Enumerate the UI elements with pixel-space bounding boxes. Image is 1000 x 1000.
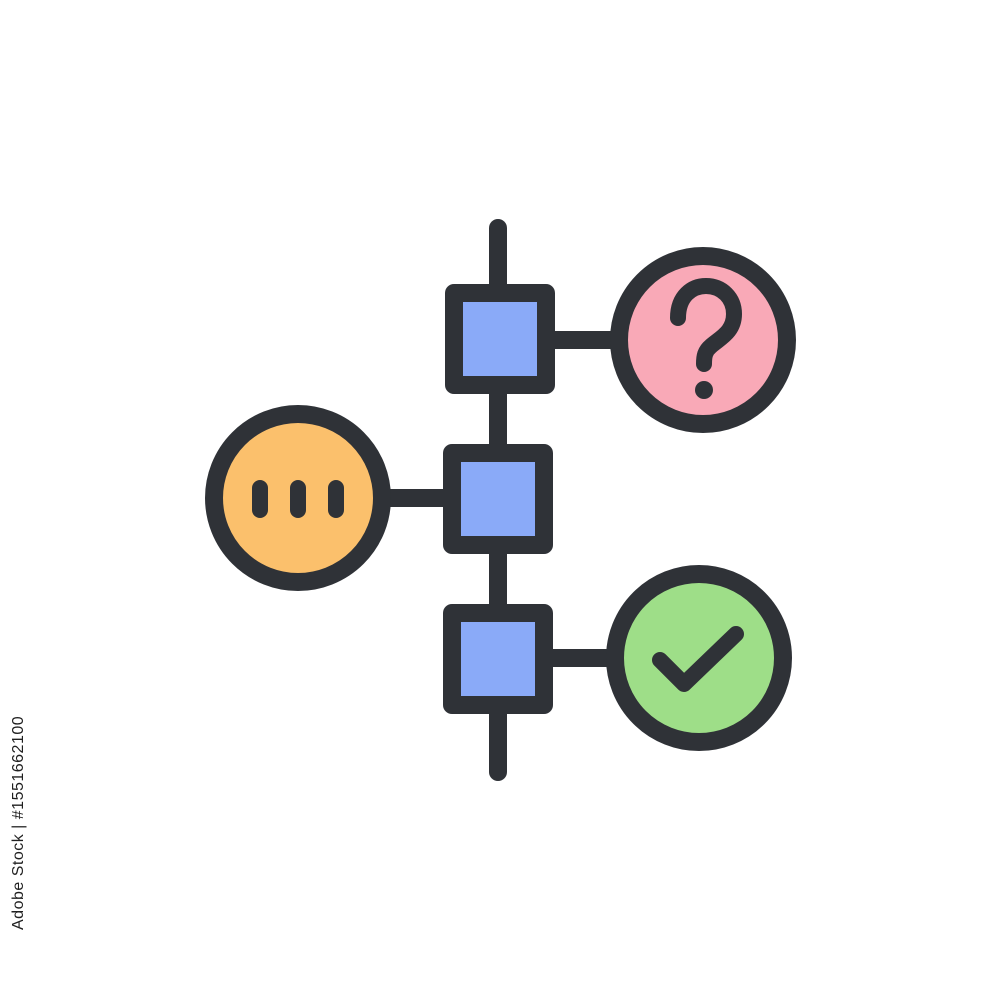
question-mark-icon: [670, 278, 742, 399]
stock-id-label: Adobe Stock | #1551662100: [10, 715, 27, 930]
done-circle: [606, 565, 792, 751]
pending-circle: [205, 405, 391, 591]
ellipsis-icon: [252, 480, 344, 518]
question-circle: [610, 247, 796, 433]
step-node-2: [443, 444, 553, 554]
step-node-3: [443, 604, 553, 714]
check-icon: [652, 626, 744, 692]
step-node-1: [445, 284, 555, 394]
